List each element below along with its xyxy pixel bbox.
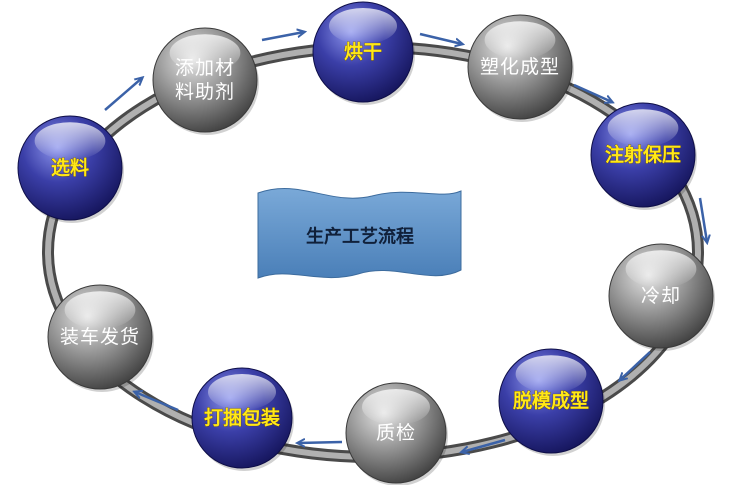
process-node-cooling: 冷却 xyxy=(608,243,715,351)
flow-arrows xyxy=(104,32,707,452)
node-gloss xyxy=(484,21,556,59)
process-node-loading-shipping: 装车发货 xyxy=(47,284,154,392)
node-label: 打捆包装 xyxy=(204,406,280,429)
process-node-injection-hold: 注射保压 xyxy=(590,102,697,210)
node-gloss xyxy=(607,109,679,147)
node-label: 质检 xyxy=(376,422,416,444)
process-node-demold: 脱模成型 xyxy=(498,348,605,456)
node-label: 装车发货 xyxy=(60,326,140,348)
flow-arrow-8 xyxy=(298,442,343,443)
flow-arrow-9 xyxy=(135,392,179,412)
flow-arrow-2 xyxy=(261,32,304,42)
diagram-title: 生产工艺流程 xyxy=(306,226,414,248)
node-label: 冷却 xyxy=(641,285,681,307)
node-label: 选料 xyxy=(51,156,89,179)
process-node-quality-check: 质检 xyxy=(345,382,448,485)
title-banner: 生产工艺流程 xyxy=(257,188,462,279)
node-label: 脱模成型 xyxy=(513,389,589,412)
node-gloss xyxy=(64,291,136,329)
flow-arrow-5 xyxy=(698,197,707,242)
node-label: 烘干 xyxy=(344,41,382,63)
process-node-plasticize: 塑化成型 xyxy=(467,14,574,122)
node-gloss xyxy=(169,34,241,72)
node-gloss xyxy=(329,8,397,44)
process-node-drying: 烘干 xyxy=(312,1,415,105)
node-label: 添加材 xyxy=(175,57,235,79)
flow-arrow-6 xyxy=(620,351,651,380)
node-gloss xyxy=(515,355,587,393)
node-label: 料助剂 xyxy=(175,81,235,103)
node-gloss xyxy=(625,250,697,288)
node-label: 注射保压 xyxy=(605,143,681,166)
node-gloss xyxy=(34,122,106,160)
flow-arrow-4 xyxy=(573,83,612,102)
node-label: 塑化成型 xyxy=(480,56,560,78)
flow-arrow-7 xyxy=(462,438,506,452)
flow-arrow-3 xyxy=(419,32,462,44)
process-node-packing: 打捆包装 xyxy=(191,367,294,471)
node-gloss xyxy=(362,389,430,425)
node-gloss xyxy=(208,374,276,410)
process-node-select-material: 选料 xyxy=(17,115,124,223)
flow-arrow-1 xyxy=(104,78,142,111)
